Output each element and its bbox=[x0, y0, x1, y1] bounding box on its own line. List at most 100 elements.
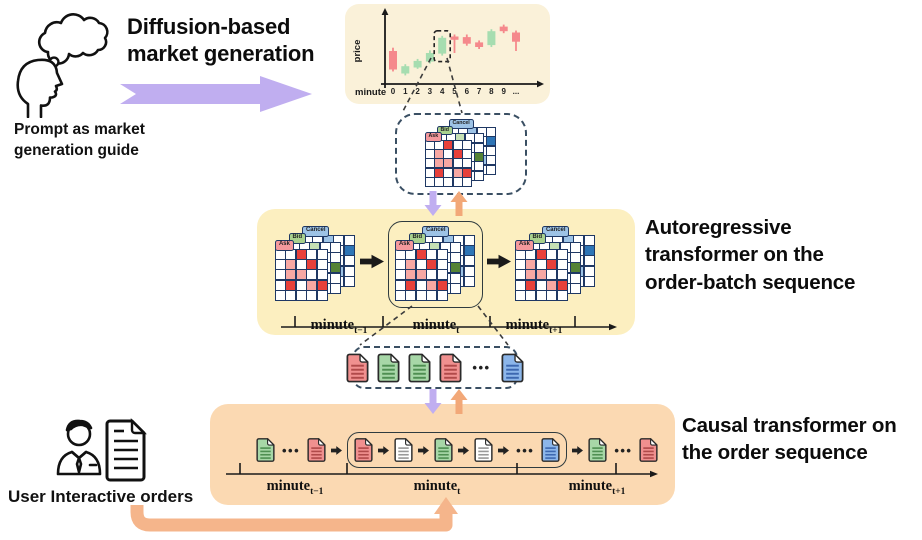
order-cell bbox=[427, 270, 437, 280]
order-cell bbox=[406, 291, 416, 301]
order-cell bbox=[560, 242, 570, 252]
order-cell bbox=[437, 249, 447, 259]
order-cell bbox=[317, 270, 327, 280]
order-cell bbox=[550, 242, 560, 252]
ask-tab: Ask bbox=[515, 240, 534, 251]
order-cell bbox=[310, 242, 320, 252]
order-cell bbox=[430, 242, 440, 252]
svg-text:...: ... bbox=[513, 87, 520, 96]
user-icons bbox=[56, 418, 147, 482]
order-cell bbox=[434, 168, 443, 177]
current-minute-orders: ••• bbox=[347, 432, 568, 468]
order-grid-ask: Ask bbox=[275, 240, 328, 302]
order-cell bbox=[553, 235, 563, 245]
order-cell bbox=[296, 280, 306, 290]
user-label: User Interactive orders bbox=[8, 487, 194, 506]
order-cell bbox=[451, 263, 461, 273]
order-cell bbox=[286, 249, 296, 259]
doc-arrow-icon bbox=[498, 445, 510, 455]
order-cell bbox=[313, 235, 323, 245]
order-cell bbox=[409, 242, 419, 252]
order-cell bbox=[276, 270, 285, 280]
order-cell bbox=[276, 291, 285, 301]
order-grid-ask: Ask bbox=[395, 240, 448, 302]
order-cell bbox=[444, 159, 453, 168]
order-cell bbox=[423, 235, 432, 245]
ask-tab: Ask bbox=[424, 131, 443, 142]
order-cell bbox=[453, 140, 462, 149]
order-cell bbox=[434, 149, 443, 158]
order-cell bbox=[317, 259, 327, 269]
order-cell bbox=[536, 249, 546, 259]
order-cell bbox=[344, 277, 354, 287]
order-cell bbox=[406, 270, 416, 280]
order-cell bbox=[396, 280, 405, 290]
order-cell bbox=[547, 249, 557, 259]
order-cell bbox=[451, 242, 461, 252]
order-cell bbox=[557, 280, 567, 290]
order-cell bbox=[557, 270, 567, 280]
order-cell bbox=[487, 156, 496, 165]
svg-text:5: 5 bbox=[452, 87, 457, 96]
order-cell bbox=[475, 134, 484, 143]
order-cell bbox=[536, 270, 546, 280]
order-cell bbox=[416, 291, 426, 301]
order-cell bbox=[444, 178, 453, 187]
right-arrow-icon bbox=[487, 254, 511, 269]
order-cell bbox=[571, 284, 581, 294]
ellipsis: ••• bbox=[472, 360, 491, 375]
order-cell bbox=[487, 146, 496, 155]
cancel-tab: Cancel bbox=[422, 226, 450, 237]
timeline-label-prev: minutet−1 bbox=[266, 478, 324, 497]
order-cell bbox=[425, 178, 434, 187]
right-arrow-icon bbox=[360, 253, 384, 275]
order-cell bbox=[547, 259, 557, 269]
y-axis-arrow bbox=[381, 8, 389, 15]
order-cell bbox=[529, 242, 539, 252]
diffusion-arrow bbox=[120, 76, 312, 112]
order-cell bbox=[437, 280, 447, 290]
price-axis-label: price bbox=[352, 40, 363, 63]
svg-text:9: 9 bbox=[501, 87, 506, 96]
order-cell bbox=[427, 249, 437, 259]
order-cell bbox=[419, 242, 429, 252]
right-arrow-icon bbox=[487, 253, 511, 275]
order-doc-red bbox=[346, 353, 369, 382]
order-cell bbox=[449, 128, 458, 137]
doc-arrow-icon bbox=[458, 445, 470, 455]
user-person-icon bbox=[56, 419, 102, 476]
order-doc-red bbox=[639, 438, 659, 462]
svg-text:4: 4 bbox=[440, 87, 445, 96]
order-cell bbox=[307, 249, 317, 259]
order-cell bbox=[425, 159, 434, 168]
doc-arrow-icon bbox=[331, 445, 343, 455]
order-cell bbox=[437, 270, 447, 280]
timeline-label-next: minutet+1 bbox=[505, 317, 563, 336]
order-cell bbox=[584, 266, 594, 276]
order-cell bbox=[446, 134, 455, 143]
order-cell bbox=[464, 235, 474, 245]
order-cell bbox=[303, 235, 312, 245]
order-cell bbox=[296, 270, 306, 280]
order-cell bbox=[464, 277, 474, 287]
order-cell bbox=[571, 273, 581, 283]
order-cell bbox=[331, 242, 341, 252]
order-cell bbox=[547, 291, 557, 301]
order-cell bbox=[427, 280, 437, 290]
order-doc-white bbox=[394, 438, 413, 462]
order-cell bbox=[464, 266, 474, 276]
order-cell bbox=[516, 291, 525, 301]
order-cell bbox=[276, 280, 285, 290]
highlighted-candle-box bbox=[433, 29, 451, 63]
order-cell bbox=[487, 137, 496, 146]
